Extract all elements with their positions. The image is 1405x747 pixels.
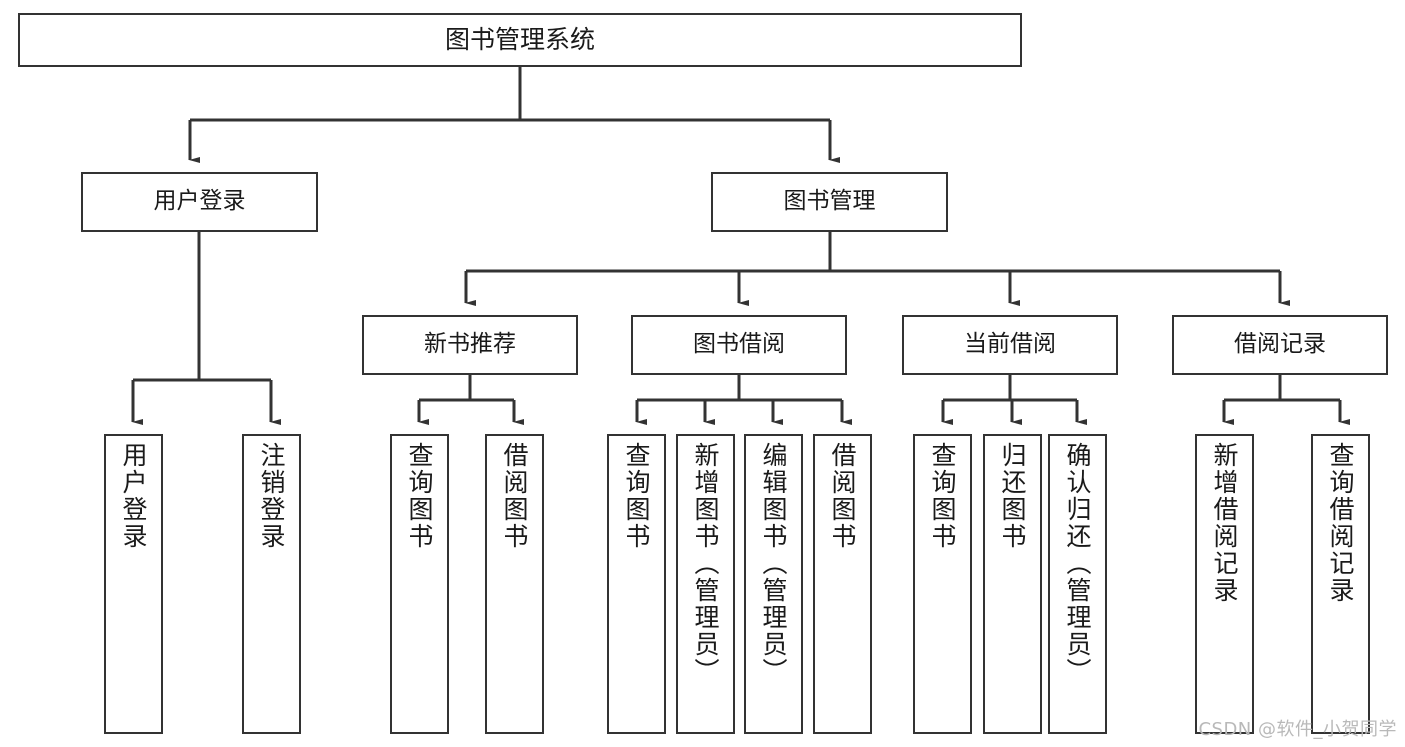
node-label: 图书借阅 xyxy=(693,331,785,358)
leaf-query-book-borrow[interactable]: 查询图书 xyxy=(607,434,666,734)
node-label: 查询图书 xyxy=(405,442,434,550)
node-label: 查询图书 xyxy=(928,442,957,550)
leaf-query-book-recommend[interactable]: 查询图书 xyxy=(390,434,449,734)
node-label: 用户登录 xyxy=(119,442,148,550)
watermark-text: CSDN @软件_小贺同学 xyxy=(1198,719,1397,740)
leaf-borrow-book-recommend[interactable]: 借阅图书 xyxy=(485,434,544,734)
leaf-return-book[interactable]: 归还图书 xyxy=(983,434,1042,734)
node-new-book-recommend[interactable]: 新书推荐 xyxy=(362,315,578,375)
node-label: 注销登录 xyxy=(257,442,286,550)
node-current-borrow[interactable]: 当前借阅 xyxy=(902,315,1118,375)
node-label: 借阅图书 xyxy=(828,442,857,550)
leaf-query-borrow-record[interactable]: 查询借阅记录 xyxy=(1311,434,1370,734)
leaf-user-login[interactable]: 用户登录 xyxy=(104,434,163,734)
node-label: 当前借阅 xyxy=(964,331,1056,358)
node-label: 借阅图书 xyxy=(500,442,529,550)
node-book-borrow[interactable]: 图书借阅 xyxy=(631,315,847,375)
node-label: 查询借阅记录 xyxy=(1326,442,1355,604)
leaf-borrow-book[interactable]: 借阅图书 xyxy=(813,434,872,734)
node-root-system[interactable]: 图书管理系统 xyxy=(18,13,1022,67)
node-label: 编辑图书（管理员） xyxy=(759,442,788,685)
node-borrow-record[interactable]: 借阅记录 xyxy=(1172,315,1388,375)
leaf-add-book[interactable]: 新增图书（管理员） xyxy=(676,434,735,734)
node-label: 新增图书（管理员） xyxy=(691,442,720,685)
leaf-logout[interactable]: 注销登录 xyxy=(242,434,301,734)
node-book-manage[interactable]: 图书管理 xyxy=(711,172,948,232)
node-user-login[interactable]: 用户登录 xyxy=(81,172,318,232)
leaf-add-borrow-record[interactable]: 新增借阅记录 xyxy=(1195,434,1254,734)
node-label: 确认归还（管理员） xyxy=(1063,442,1092,685)
node-label: 用户登录 xyxy=(153,188,246,215)
leaf-edit-book[interactable]: 编辑图书（管理员） xyxy=(744,434,803,734)
leaf-query-book-current[interactable]: 查询图书 xyxy=(913,434,972,734)
node-label: 归还图书 xyxy=(998,442,1027,550)
node-label: 借阅记录 xyxy=(1234,331,1326,358)
node-label: 新书推荐 xyxy=(424,331,516,358)
leaf-confirm-return[interactable]: 确认归还（管理员） xyxy=(1048,434,1107,734)
node-label: 图书管理系统 xyxy=(444,25,595,55)
node-label: 新增借阅记录 xyxy=(1210,442,1239,604)
node-label: 查询图书 xyxy=(622,442,651,550)
node-label: 图书管理 xyxy=(783,188,876,215)
